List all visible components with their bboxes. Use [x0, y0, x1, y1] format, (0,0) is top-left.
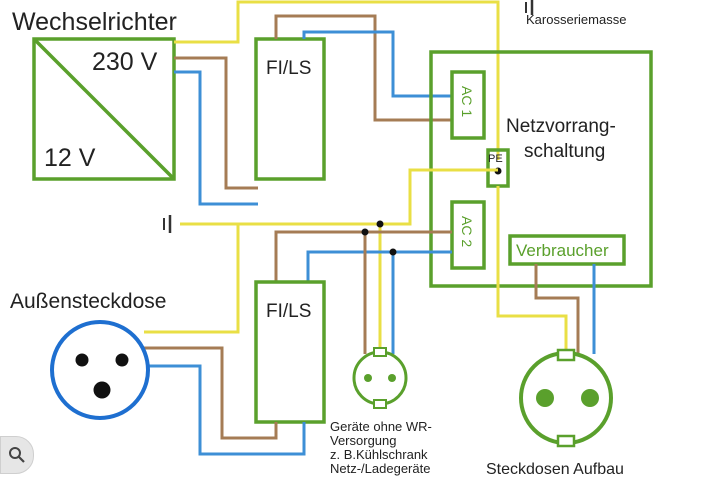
wire-breaker-outdoor — [144, 346, 306, 456]
consumer-block — [508, 234, 626, 266]
breaker-bottom-label: FI/LS — [266, 301, 311, 322]
devices-note-1: Geräte ohne WR- — [330, 419, 432, 434]
wire-ac2-breaker — [274, 230, 452, 354]
inverter-dc-voltage: 12 V — [44, 144, 96, 172]
consumer-label: Verbraucher — [516, 241, 609, 260]
breaker-bottom — [254, 280, 326, 424]
main-socket-label: Steckdosen Aufbau — [486, 461, 624, 478]
chassis-ground-icon — [525, 0, 534, 15]
main-socket — [519, 348, 613, 448]
inverter-ac-voltage: 230 V — [92, 48, 158, 76]
chassis-label: Karosseriemasse — [526, 12, 626, 27]
pe-label: PE — [488, 153, 503, 165]
breaker-top — [254, 37, 326, 181]
lens-button[interactable] — [0, 436, 34, 474]
ac2-block — [450, 200, 486, 270]
outdoor-socket-label: Außensteckdose — [10, 290, 166, 313]
priority-switch-title-1: Netzvorrang- — [506, 116, 616, 137]
ac1-block — [450, 70, 486, 140]
ground-marker-icon — [163, 215, 172, 233]
wire-earth — [144, 168, 568, 354]
inverter — [32, 37, 176, 181]
ac2-label: AC 2 — [459, 216, 475, 247]
ac1-label: AC 1 — [459, 86, 475, 117]
lens-icon — [9, 447, 25, 463]
devices-note-3: z. B.Kühlschrank — [330, 447, 428, 462]
device-socket — [352, 347, 408, 409]
wire-consumer-socket — [534, 264, 596, 354]
priority-switch-title-2: schaltung — [524, 141, 605, 162]
devices-note-2: Versorgung — [330, 433, 397, 448]
breaker-top-label: FI/LS — [266, 58, 311, 79]
outdoor-socket — [50, 320, 150, 420]
devices-note-4: Netz-/Ladegeräte — [330, 461, 430, 476]
inverter-title: Wechselrichter — [12, 8, 177, 36]
wire-breaker-ac1 — [274, 14, 452, 122]
wire-inverter-breaker — [174, 0, 500, 206]
